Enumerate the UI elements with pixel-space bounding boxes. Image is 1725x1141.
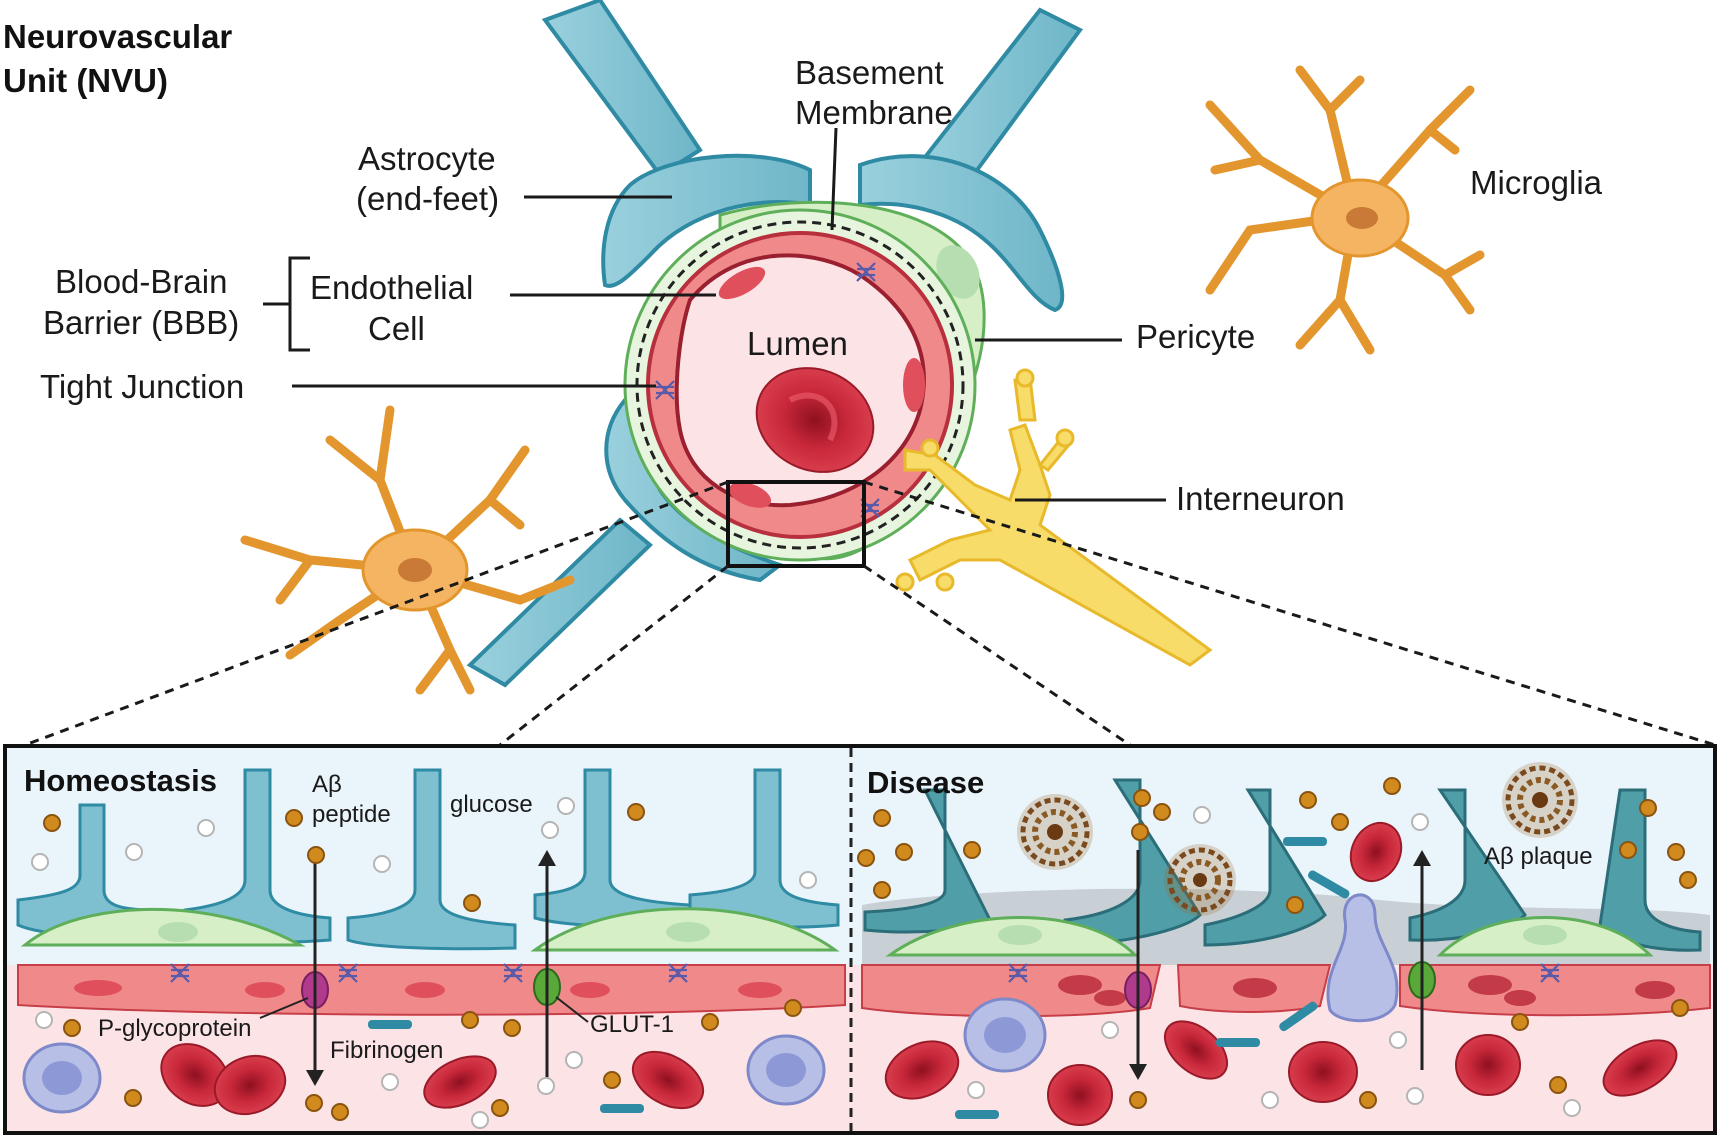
glucose-dots [967,806,1581,1117]
basement-membrane-label: Membrane [795,94,953,131]
pericyte-label: Pericyte [1136,318,1255,355]
zoom-box [726,480,866,568]
red-blood-cell [755,367,875,473]
interneuron-cell [895,368,1213,667]
nvu-cross-section [240,0,1485,695]
leader-lines [263,127,1166,502]
top-labels: Neurovascular Unit (NVU) Basement Membra… [3,18,1603,517]
endothelial-nucleus [718,266,766,300]
disease-panel: Disease Aβ plaque [857,762,1711,1126]
pericyte-nucleus [936,245,980,299]
figure-title: Unit (NVU) [3,62,168,99]
red-blood-cells [160,1043,705,1116]
bottom-panels: Homeostasis Aβ peptide glucose P-glycopr… [3,744,1717,1135]
fibrinogen-icon [368,1020,412,1029]
basement-membrane-label: Basement [795,54,944,91]
fibrinogen-label: Fibrinogen [330,1037,443,1064]
transmigrating-cell-icon [1326,893,1399,1023]
homeostasis-panel: Homeostasis Aβ peptide glucose P-glycopr… [16,763,846,1129]
astrocyte-label: Astrocyte [358,140,496,177]
endothelial-nucleus [903,358,925,412]
glut1-label: GLUT-1 [590,1011,674,1038]
zoom-projection [24,480,1716,747]
bbb-label: Blood-Brain [55,263,227,300]
abeta-plaque-icon [1017,794,1093,870]
panel-frame [3,744,1717,1135]
abeta-plaque-icon [1164,844,1236,916]
lumen-label: Lumen [747,325,848,362]
microglia-cell [1205,65,1485,355]
abeta-label: Aβ [312,771,342,798]
p-glycoprotein-label: P-glycoprotein [98,1015,251,1042]
glucose-dots [31,797,817,1129]
abeta-label: peptide [312,801,391,828]
endothelial-cell-label: Endothelial [310,269,473,306]
interneuron-label: Interneuron [1176,480,1345,517]
abeta-peptide-dots [43,803,802,1121]
tight-junction-label: Tight Junction [40,368,244,405]
abeta-plaque-label: Aβ plaque [1484,843,1593,870]
homeostasis-title: Homeostasis [24,763,217,798]
abeta-plaque-icon [1502,762,1578,838]
figure-title: Neurovascular [3,18,232,55]
red-blood-cells [884,821,1678,1126]
abeta-peptide-dots [857,777,1697,1109]
fibrinogen-icon [600,1104,644,1113]
astrocyte-end-feet [466,0,1084,688]
endothelial-nucleus [728,482,772,508]
endothelial-cell-label: Cell [368,310,425,347]
disease-title: Disease [867,765,984,800]
microglia-label: Microglia [1470,164,1603,201]
fibrinogen-icon [955,837,1350,1119]
glucose-label: glucose [450,791,533,818]
astrocyte-label: (end-feet) [356,180,499,217]
bbb-label: Barrier (BBB) [43,304,239,341]
